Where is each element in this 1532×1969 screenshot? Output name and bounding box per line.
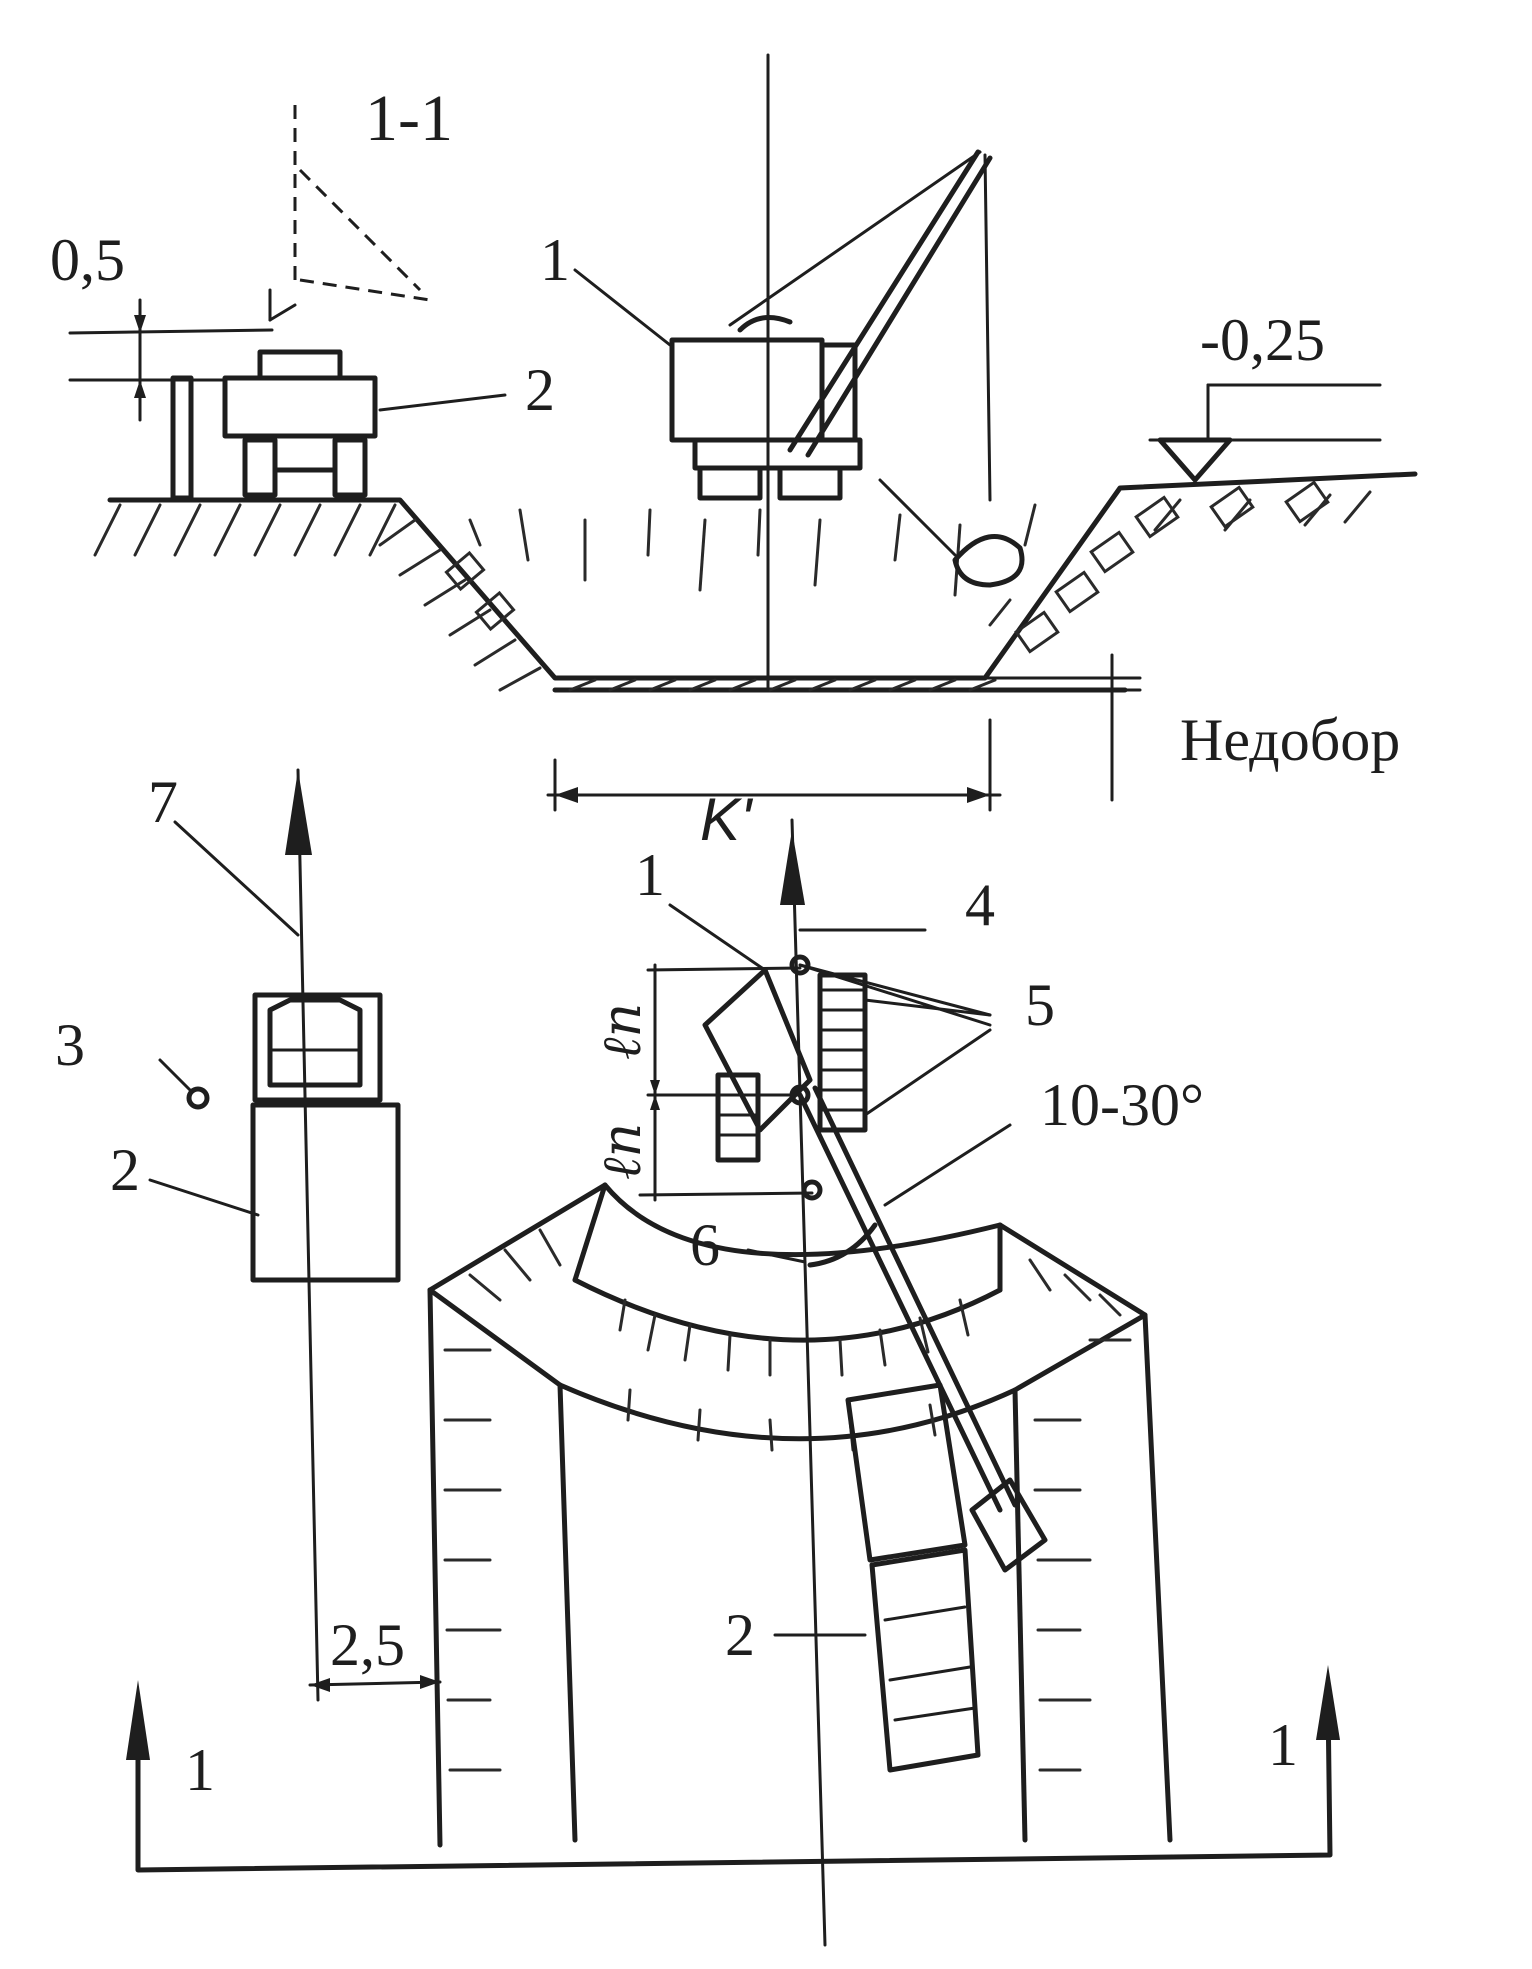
cross-section: 1-1 0,5 -0,25 Недобор K' 1 2: [50, 53, 1418, 853]
truck-section: [170, 349, 378, 501]
dim-lp-bottom: ℓп: [590, 1123, 653, 1180]
leader-angle: [883, 1123, 1012, 1207]
callout-stop: 5: [1025, 972, 1055, 1038]
angle-label: 10-30°: [1040, 1072, 1204, 1138]
plan-axis: [790, 818, 827, 1947]
callout-excavator-section: 1: [540, 227, 570, 293]
dim-0-5: [68, 298, 274, 422]
callout-truck-loading: 2: [725, 1602, 755, 1668]
elevation-mark: [1148, 383, 1382, 483]
plan-axis-arrow: [780, 830, 805, 905]
leader-2-plan: [148, 1178, 260, 1217]
excavator-plan: [702, 954, 1048, 1573]
dim-side-offset: 2,5: [330, 1612, 405, 1678]
pit-plan: [427, 1182, 1173, 1848]
plan-view: 7 3 2 1 4 5 10-30° 6 2 2,5 1 1 ℓп ℓп: [55, 768, 1340, 1947]
section-mark-left: 1: [185, 1737, 215, 1803]
excavator-section: [669, 149, 1025, 588]
callout-excavator-plan: 1: [635, 842, 665, 908]
callout-truck-lane: 7: [148, 769, 178, 835]
dim-2-5: [308, 1675, 442, 1692]
tipper-dashed: [268, 105, 431, 322]
dim-elevation: -0,25: [1200, 307, 1325, 373]
dim-lp-top: ℓп: [590, 1003, 653, 1060]
lp-dims: [638, 963, 814, 1202]
ground-hatch-left: [93, 503, 542, 692]
arc-6: [807, 1222, 878, 1268]
callout-point: 3: [55, 1012, 85, 1078]
callout-truck-side: 2: [110, 1137, 140, 1203]
undercut-hatch: [568, 678, 997, 692]
dim-width: K': [700, 786, 754, 853]
ground-profile: [107, 471, 1418, 681]
truck-lane-axis: [296, 768, 320, 1702]
leader-3: [158, 1058, 192, 1092]
callout-axis: 4: [965, 872, 995, 938]
truck-lane-arrow: [285, 770, 312, 855]
leader-6: [746, 1248, 807, 1264]
callout-arc: 6: [690, 1212, 720, 1278]
leader-1-section: [573, 268, 672, 347]
callout-truck-section: 2: [525, 357, 555, 423]
dim-k: [546, 718, 1002, 812]
point-3: [186, 1086, 210, 1110]
section-cut: [126, 1665, 1340, 1873]
leader-1-plan: [668, 903, 767, 972]
wall-strokes: [443, 1338, 1132, 1772]
arc-strokes: [468, 1228, 1122, 1452]
leader-7: [173, 820, 300, 937]
truck-plan-side: [250, 992, 401, 1283]
ground-hatch-right: [988, 480, 1372, 654]
leader-2-section: [378, 393, 507, 412]
dim-top-offset: 0,5: [50, 227, 125, 293]
section-mark-right: 1: [1268, 1712, 1298, 1778]
section-label: 1-1: [365, 82, 453, 155]
truck-plan-loading: [845, 1382, 981, 1773]
undercut-label: Недобор: [1180, 707, 1400, 773]
pit-soil-strokes: [468, 503, 1037, 597]
